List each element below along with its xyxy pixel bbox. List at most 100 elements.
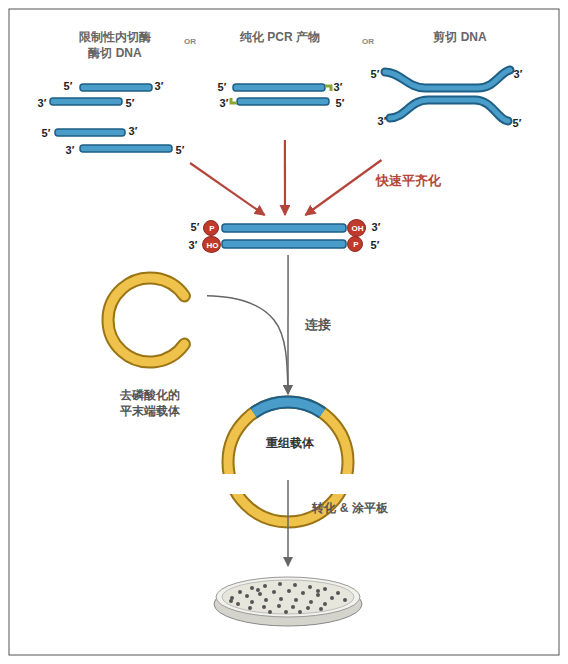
vector-ring <box>108 278 184 362</box>
edge-label: 连接 <box>305 316 331 334</box>
dna-insert <box>254 402 323 413</box>
blunt-dna: 5′3′3′5′POHHOP <box>183 215 387 255</box>
node-label: 纯化 PCR 产物 <box>240 30 320 46</box>
strand-end-label: 5′ <box>371 238 380 252</box>
node-label: 限制性内切酶 酶切 DNA <box>74 30 156 61</box>
dna-strand <box>385 70 510 88</box>
plate-agar <box>222 580 354 614</box>
dna-strand <box>50 98 122 105</box>
step-label: 转化 & 涂平板 <box>312 500 387 517</box>
colony <box>229 599 233 603</box>
dna-strands <box>50 84 346 248</box>
colony <box>323 602 327 606</box>
colony <box>343 598 347 602</box>
plate-rim <box>216 577 360 617</box>
colony <box>284 610 288 614</box>
colony <box>298 610 302 614</box>
colony <box>238 590 242 594</box>
colony <box>293 583 297 587</box>
colony <box>291 605 295 609</box>
colony <box>263 584 267 588</box>
colony <box>308 585 312 589</box>
hydroxyl-circle: OH <box>347 219 366 237</box>
phosphate-circle: P <box>203 220 219 236</box>
colony <box>279 597 283 601</box>
strand-end-label: 5′ <box>513 116 522 130</box>
group-label: P <box>209 224 214 234</box>
colony <box>278 582 282 586</box>
flow-arrow <box>305 160 381 215</box>
strand-end-label: 3′ <box>155 79 164 93</box>
colony <box>277 604 281 608</box>
flow-arrow <box>190 163 265 215</box>
strand-end-label: 5′ <box>218 80 227 94</box>
colony <box>330 596 334 600</box>
strand-end-label: 5′ <box>191 220 200 234</box>
recombinant-vector: 重组载体 <box>208 394 368 474</box>
mask <box>200 474 380 494</box>
dna-strand <box>385 70 510 88</box>
colony <box>250 586 254 590</box>
vector-ring <box>108 278 184 362</box>
strand-end-label: 3′ <box>334 80 343 94</box>
colony <box>272 590 276 594</box>
or-label: OR <box>184 37 196 46</box>
colony <box>309 600 313 604</box>
dna-source: 纯化 PCR 产物 5′ 3′ 3′ 5′ <box>212 28 347 140</box>
dna-strand <box>237 98 329 105</box>
colony <box>256 588 260 592</box>
colony <box>306 606 310 610</box>
colony <box>319 607 323 611</box>
strand-end-label: 5′ <box>336 96 345 110</box>
colony <box>336 591 340 595</box>
node-label: 去磷酸化的 平末端载体 <box>110 388 190 419</box>
dna-strand <box>80 145 172 152</box>
petri-plate <box>214 577 362 626</box>
colony <box>268 610 272 614</box>
colony <box>316 593 320 597</box>
sheared-dna <box>385 70 510 121</box>
group-label: P <box>353 240 358 250</box>
a-overhang <box>325 86 331 91</box>
vector: 去磷酸化的 平末端载体 <box>95 272 207 430</box>
colonies <box>229 582 347 614</box>
strand-end-label: 5′ <box>64 79 73 93</box>
hydroxyl-circle: HO <box>202 236 221 253</box>
strand-end-label: 3′ <box>220 96 229 110</box>
colony <box>316 589 320 593</box>
strand-end-label: 3′ <box>372 220 381 234</box>
strand-end-label: 3′ <box>66 143 75 157</box>
a-overhang <box>231 98 237 103</box>
phosphate-circle: P <box>347 236 363 252</box>
or-label: OR <box>362 37 374 46</box>
dna-strand <box>222 240 346 248</box>
flow-arrow <box>284 140 286 215</box>
dna-source: 剪切 DNA5′3′3′5′ <box>365 28 530 160</box>
dna-strand <box>390 100 508 121</box>
colony <box>287 589 291 593</box>
colony <box>294 598 298 602</box>
strand-end-label: 5′ <box>371 67 380 81</box>
group-label: OH <box>352 224 364 234</box>
colony <box>236 602 240 606</box>
strand-end-label: 5′ <box>126 96 135 110</box>
colony <box>258 592 262 596</box>
flow-arrow <box>287 255 289 394</box>
colony <box>262 605 266 609</box>
node-label: 剪切 DNA <box>433 30 486 46</box>
dna-strand <box>222 224 346 232</box>
strand-end-label: 3′ <box>129 124 138 138</box>
dna-strand <box>233 84 325 91</box>
strand-end-label: 5′ <box>42 126 51 140</box>
dna-insert <box>254 402 323 413</box>
colony <box>248 606 252 610</box>
colony <box>250 600 254 604</box>
strand-end-label: 3′ <box>38 96 47 110</box>
colony <box>301 591 305 595</box>
flow-arrow <box>207 296 288 394</box>
group-label: HO <box>207 240 219 250</box>
strand-end-label: 5′ <box>176 143 185 157</box>
node-label: 重组载体 <box>266 436 314 452</box>
